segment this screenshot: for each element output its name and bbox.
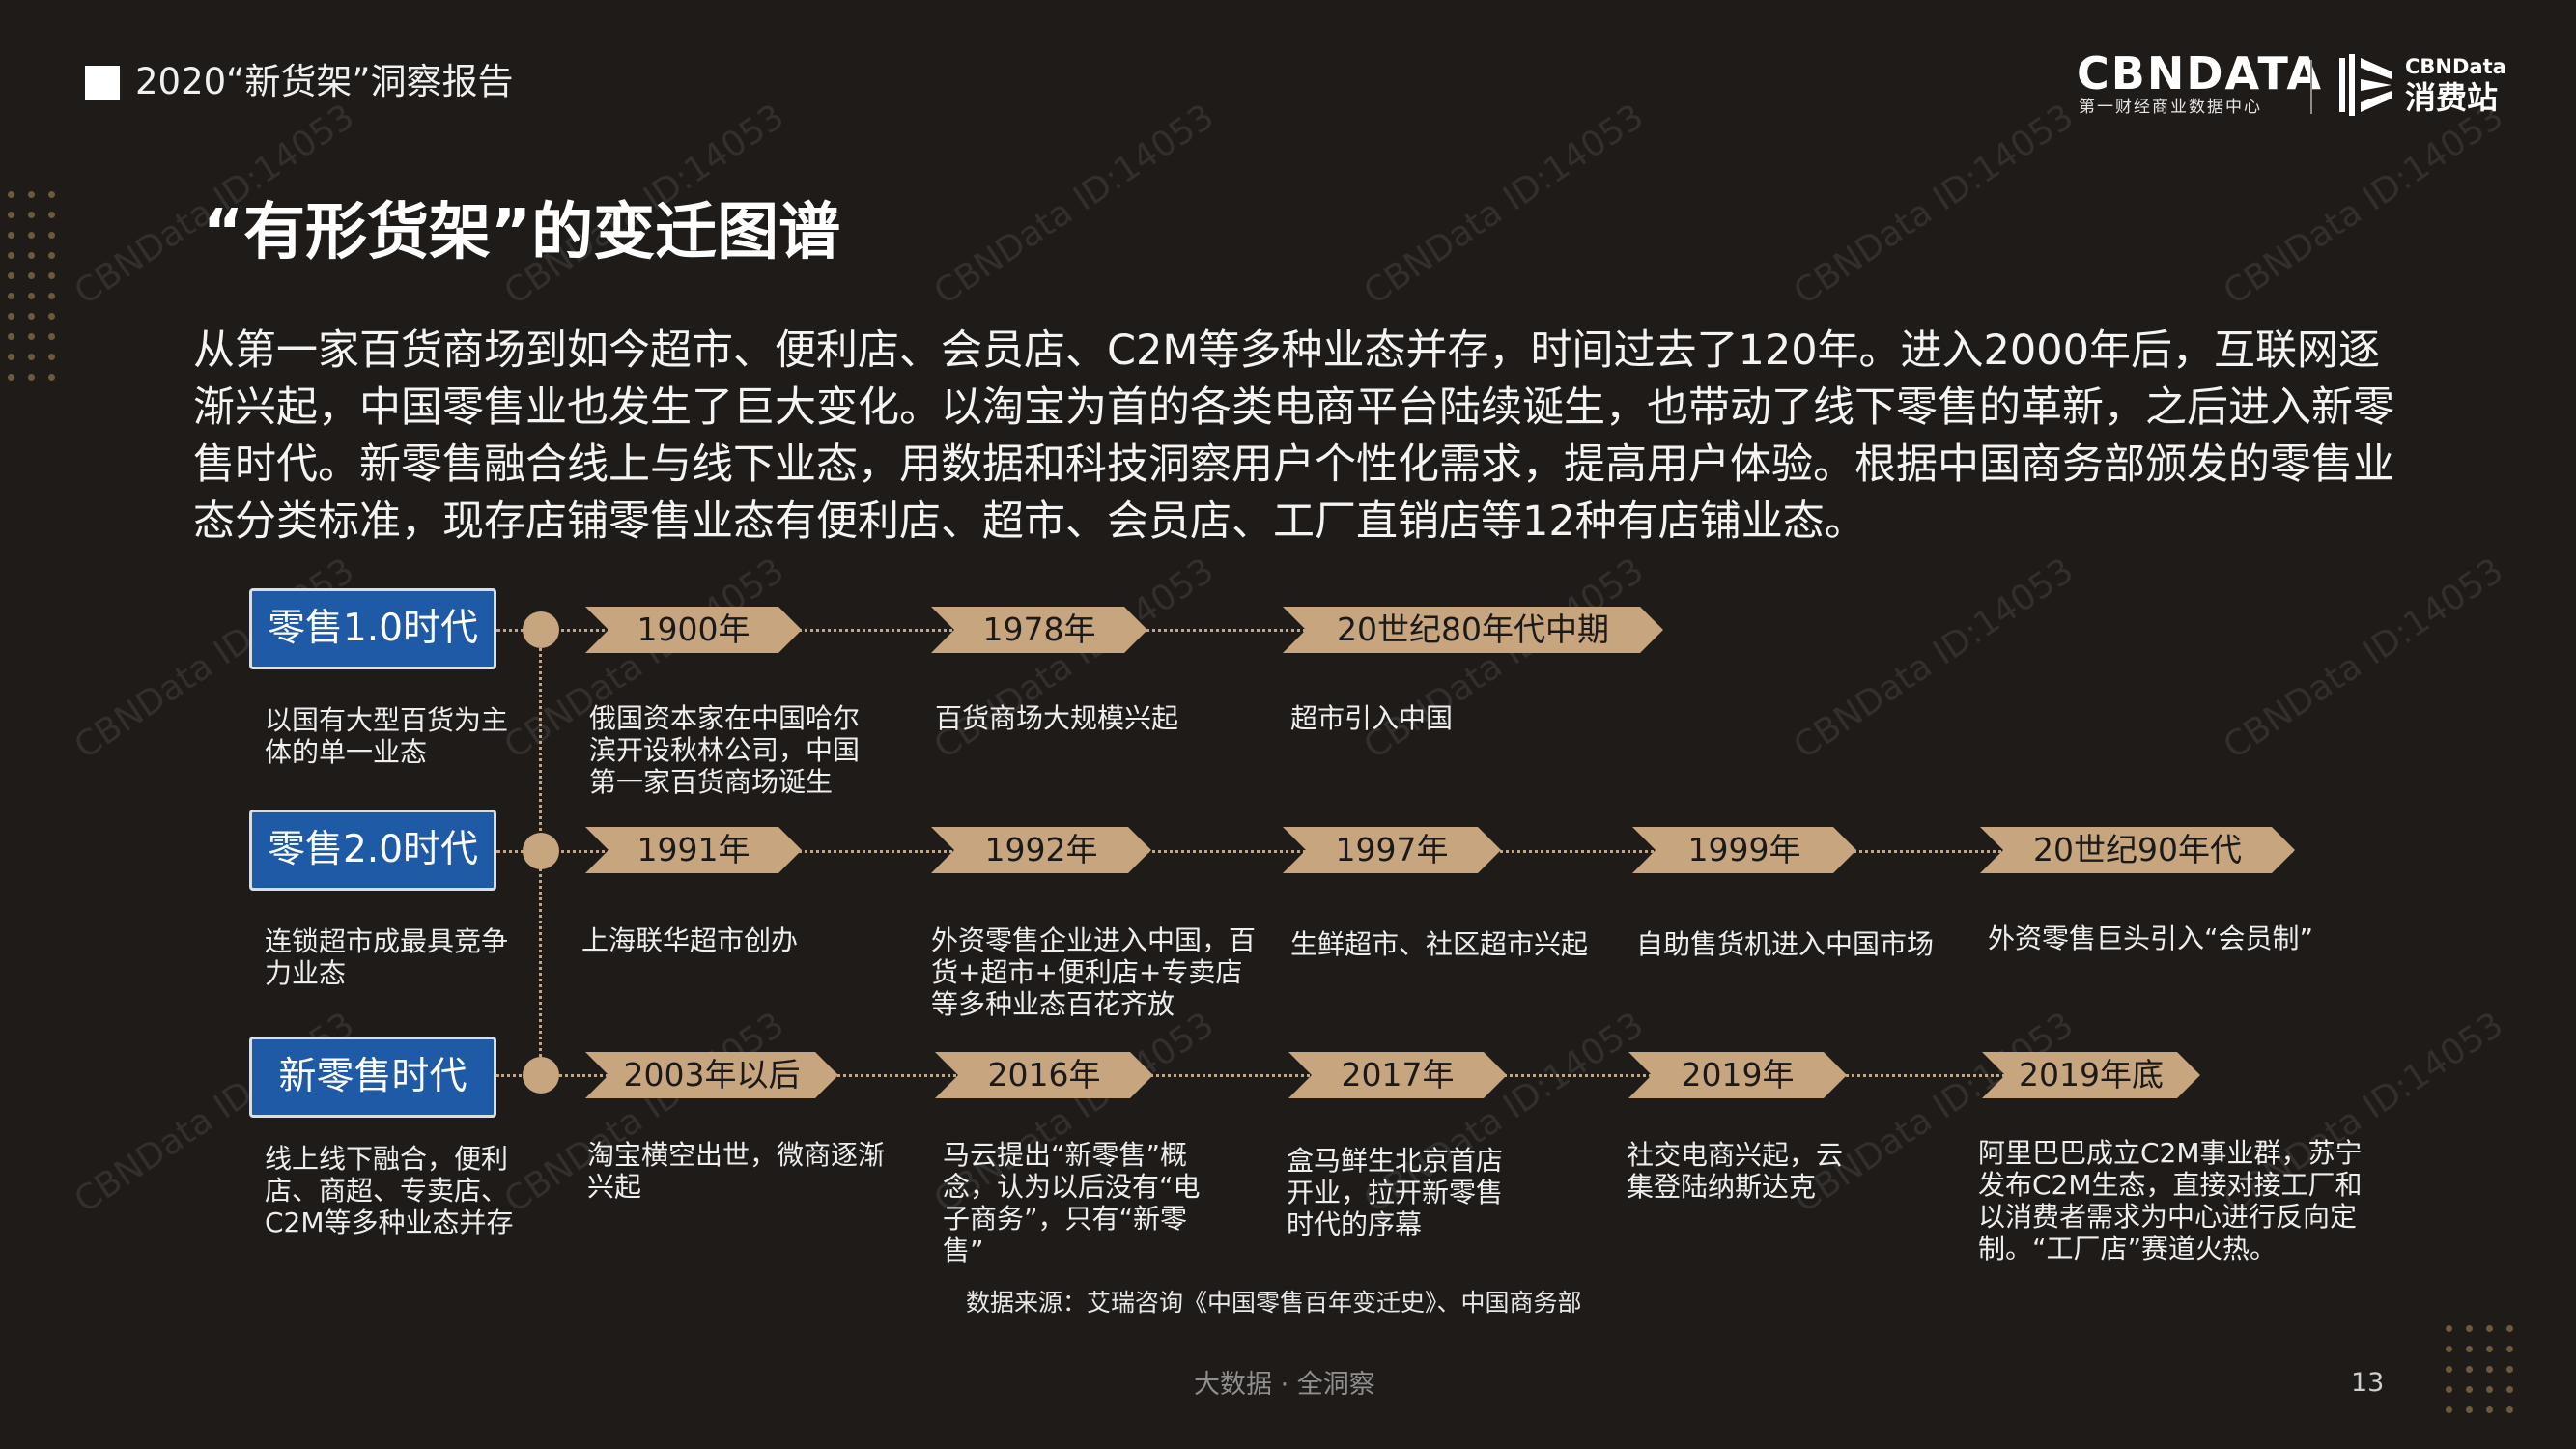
year-chevron: 1978年 (931, 607, 1147, 653)
year-chevron: 2003年以后 (585, 1052, 838, 1098)
event-note: 上海联华超市创办 (581, 924, 799, 956)
watermark: CBNData ID:14053 (1787, 551, 2081, 767)
consumer-logo-top: CBNData (2405, 55, 2506, 78)
year-chevron: 1991年 (585, 827, 802, 873)
event-note: 马云提出“新零售”概念，认为以后没有“电子商务”，只有“新零售” (943, 1139, 1201, 1266)
era-label-retail-1: 零售1.0时代 (249, 588, 496, 669)
header-square-icon (85, 66, 120, 100)
era-description: 线上线下融合，便利店、商超、专卖店、C2M等多种业态并存 (265, 1143, 514, 1238)
consumer-logo-main: 消费站 (2405, 79, 2499, 116)
event-note: 外资零售巨头引入“会员制” (1988, 923, 2314, 954)
era-description: 以国有大型百货为主体的单一业态 (265, 704, 509, 768)
timeline-node (523, 611, 559, 648)
event-note: 自助售货机进入中国市场 (1636, 928, 1935, 960)
cbndata-logo: CBNDATA (2077, 47, 2323, 99)
logo-divider (2310, 60, 2312, 114)
watermark: CBNData ID:14053 (1357, 97, 1652, 313)
year-chevron: 1997年 (1283, 827, 1501, 873)
year-chevron: 20世纪80年代中期 (1283, 607, 1663, 653)
watermark: CBNData ID:14053 (2217, 97, 2511, 313)
dot-pattern-decoration (2446, 1325, 2513, 1413)
watermark: CBNData ID:14053 (1787, 97, 2081, 313)
event-note: 阿里巴巴成立C2M事业群，苏宁发布C2M生态，直接对接工厂和以消费者需求为中心进… (1978, 1137, 2363, 1264)
consumer-logo-icon (2339, 54, 2392, 116)
dot-pattern-decoration (8, 191, 55, 381)
watermark: CBNData ID:14053 (927, 551, 1222, 767)
page-number: 13 (2351, 1368, 2385, 1398)
year-chevron: 1992年 (931, 827, 1151, 873)
era-label-new-retail: 新零售时代 (249, 1037, 496, 1118)
year-chevron: 2019年底 (1982, 1052, 2200, 1098)
year-chevron: 20世纪90年代 (1980, 827, 2295, 873)
cbndata-logo-subtitle: 第一财经商业数据中心 (2079, 98, 2262, 117)
event-note: 盒马鲜生北京首店开业，拉开新零售时代的序幕 (1287, 1145, 1504, 1240)
year-chevron: 1900年 (585, 607, 802, 653)
event-note: 外资零售企业进入中国，百货+超市+便利店+专卖店等多种业态百花齐放 (931, 924, 1257, 1020)
report-title: 2020“新货架”洞察报告 (135, 61, 514, 102)
event-note: 俄国资本家在中国哈尔滨开设秋林公司，中国第一家百货商场诞生 (589, 702, 861, 798)
event-note: 百货商场大规模兴起 (935, 702, 1179, 734)
watermark: CBNData ID:14053 (1357, 551, 1652, 767)
era-label-retail-2: 零售2.0时代 (249, 810, 496, 891)
intro-paragraph: 从第一家百货商场到如今超市、便利店、会员店、C2M等多种业态并存，时间过去了12… (193, 327, 2394, 546)
event-note: 社交电商兴起，云集登陆纳斯达克 (1627, 1139, 1844, 1203)
watermark: CBNData ID:14053 (927, 97, 1222, 313)
year-chevron: 1999年 (1632, 827, 1856, 873)
timeline-node (523, 833, 559, 869)
data-source: 数据来源：艾瑞咨询《中国零售百年变迁史》、中国商务部 (966, 1289, 1582, 1317)
footer-slogan: 大数据 · 全洞察 (1194, 1370, 1375, 1400)
year-chevron: 2019年 (1628, 1052, 1847, 1098)
event-note: 淘宝横空出世，微商逐渐兴起 (587, 1139, 886, 1203)
page-title: “有形货架”的变迁图谱 (203, 197, 841, 269)
year-chevron: 2017年 (1288, 1052, 1507, 1098)
era-description: 连锁超市成最具竞争力业态 (265, 925, 509, 989)
year-chevron: 2016年 (935, 1052, 1153, 1098)
event-note: 生鲜超市、社区超市兴起 (1290, 928, 1589, 960)
watermark: CBNData ID:14053 (2217, 551, 2511, 767)
event-note: 超市引入中国 (1290, 702, 1454, 734)
timeline-node (523, 1057, 559, 1094)
